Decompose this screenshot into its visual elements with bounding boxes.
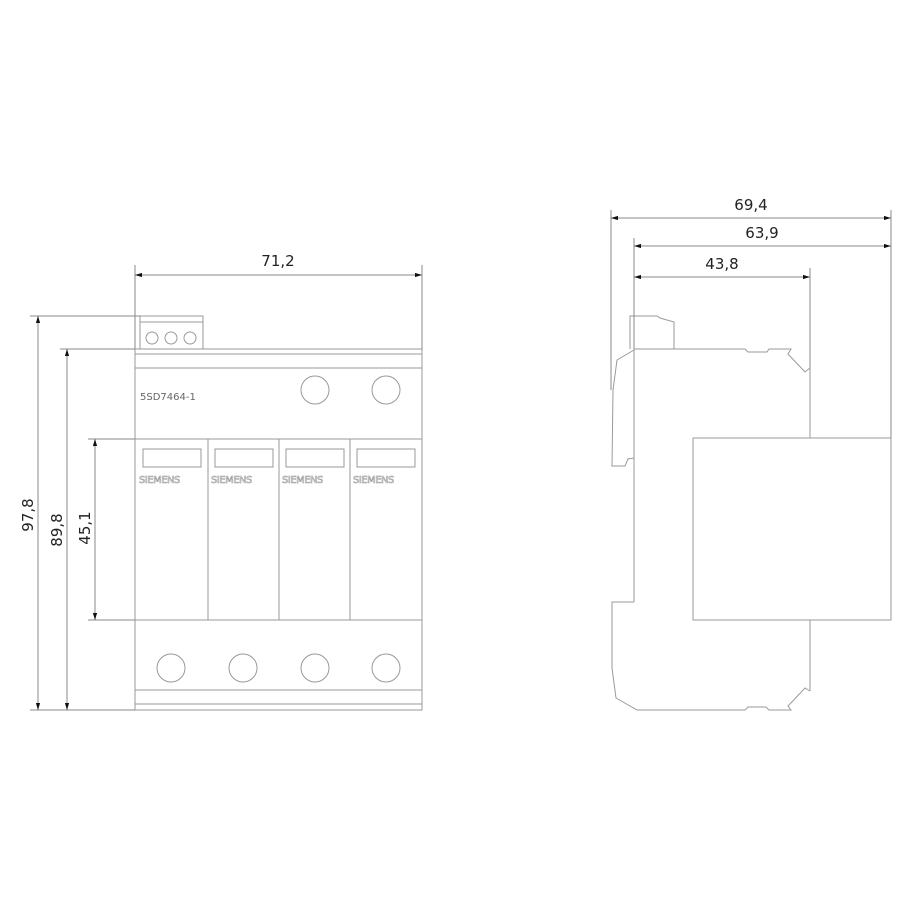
bottom-terminal-screw (300, 653, 330, 683)
svg-text:97,8: 97,8 (19, 498, 37, 531)
svg-text:63,9: 63,9 (745, 224, 778, 242)
top-terminal-screw (371, 375, 401, 405)
siemens-logo: SIEMENS (353, 475, 394, 486)
svg-text:43,8: 43,8 (705, 255, 738, 273)
front-view: 5SD7464-1 SIEMENS SIEMENS SIEMENS SIEMEN… (19, 252, 423, 711)
protection-module: SIEMENS (139, 448, 202, 486)
dimension-height-modules: 45,1 (76, 438, 135, 621)
side-view: 69,4 63,9 43,8 (610, 196, 892, 711)
dimension-depth-rail: 63,9 (633, 224, 891, 349)
module-side (692, 437, 892, 621)
top-terminal-screw (300, 375, 330, 405)
dimension-depth-total: 69,4 (610, 196, 892, 438)
svg-text:71,2: 71,2 (261, 252, 294, 270)
dimension-depth-body: 43,8 (634, 255, 811, 368)
protection-module: SIEMENS (282, 448, 345, 486)
dimension-width: 71,2 (134, 252, 423, 349)
device-body (134, 348, 423, 711)
model-label: 5SD7464-1 (140, 392, 196, 403)
side-terminal-block (629, 315, 675, 349)
siemens-logo: SIEMENS (282, 475, 323, 486)
terminal-screw (164, 331, 178, 345)
din-clip-top (611, 349, 635, 467)
din-clip-bottom (611, 601, 811, 711)
svg-text:89,8: 89,8 (48, 513, 66, 546)
bottom-terminal-screw (228, 653, 258, 683)
protection-module: SIEMENS (211, 448, 274, 486)
siemens-logo: SIEMENS (211, 475, 252, 486)
terminal-screw (183, 331, 197, 345)
terminal-screw (145, 331, 159, 345)
bottom-terminal-screw (371, 653, 401, 683)
protection-module: SIEMENS (353, 448, 416, 486)
dimension-height-body: 89,8 (48, 348, 135, 710)
bottom-terminal-screw (156, 653, 186, 683)
dimension-height-total: 97,8 (19, 315, 140, 711)
svg-text:69,4: 69,4 (734, 196, 767, 214)
siemens-logo: SIEMENS (139, 475, 180, 486)
svg-text:45,1: 45,1 (76, 511, 94, 544)
side-body-top (634, 348, 811, 373)
